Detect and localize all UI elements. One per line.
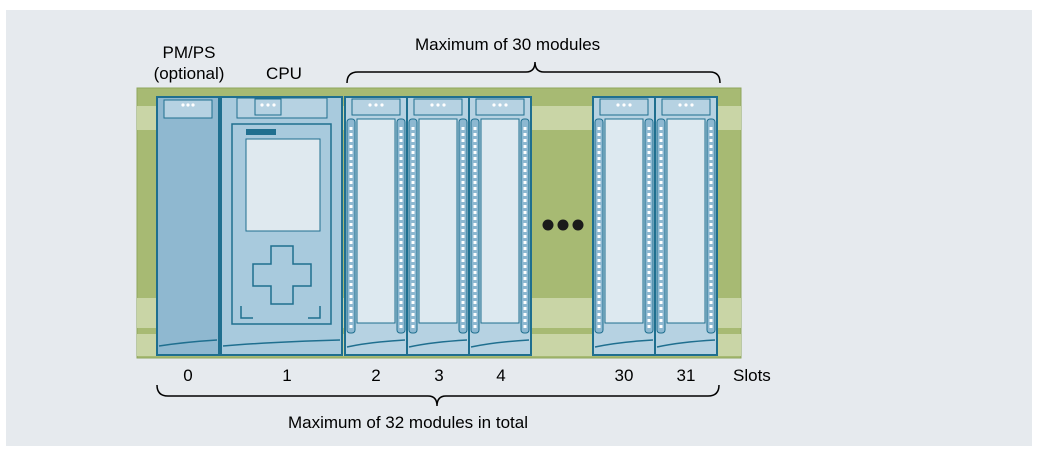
pmps-module	[156, 96, 220, 356]
slot-number-0: 0	[183, 366, 193, 385]
top-brace-label: Maximum of 30 modules	[415, 35, 601, 54]
slot-number-31: 31	[676, 366, 696, 385]
slots-label: Slots	[733, 366, 771, 385]
slot-number-30: 30	[614, 366, 634, 385]
pmps-label-line1: PM/PS	[162, 43, 216, 62]
slot-number-1: 1	[282, 366, 292, 385]
io-modules	[344, 96, 718, 356]
top-brace	[346, 61, 721, 84]
io-module	[406, 96, 470, 356]
io-module	[468, 96, 532, 356]
slot-number-2: 2	[371, 366, 381, 385]
io-module	[344, 96, 408, 356]
io-module	[654, 96, 718, 356]
slot-number-4: 4	[496, 366, 506, 385]
bottom-brace	[156, 384, 720, 407]
cpu-label: CPU	[266, 64, 302, 83]
pmps-label-line2: (optional)	[153, 64, 225, 83]
ellipsis-dots	[542, 219, 584, 231]
bottom-brace-label: Maximum of 32 modules in total	[288, 413, 528, 432]
cpu-module	[220, 96, 343, 356]
slot-number-3: 3	[434, 366, 444, 385]
io-module	[592, 96, 656, 356]
